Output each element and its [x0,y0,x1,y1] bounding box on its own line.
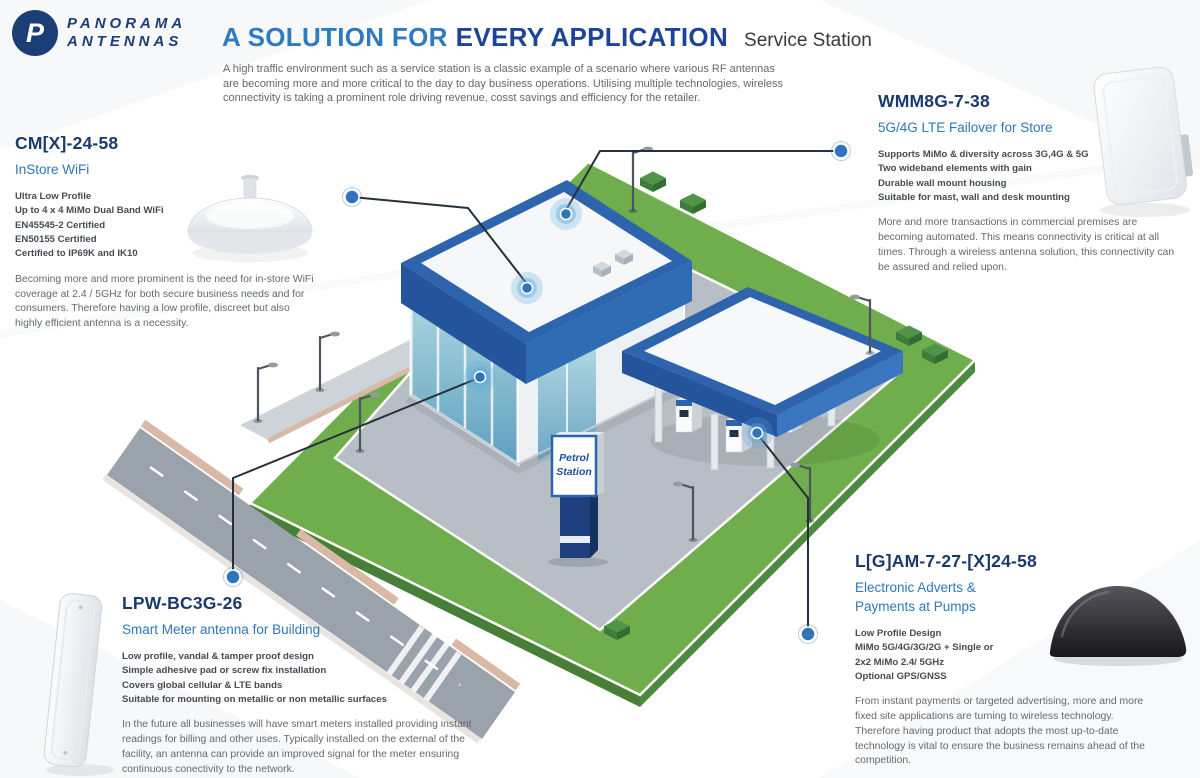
logo-monogram: P [25,17,44,48]
street-lamp [315,331,340,392]
street-lamp [850,294,875,355]
street-lamp [253,362,278,423]
feature-item: Covers global cellular & LTE bands [122,679,283,691]
page-subtitle: Service Station [744,30,872,51]
feature-item: EN45545-2 Certified [15,219,106,231]
feature-item: Two wideband elements with gain [878,163,1032,175]
panorama-logo-icon: P [12,10,58,56]
road [102,419,521,744]
feature-item: Optional GPS/GNSS [855,670,947,682]
connector-dot-instore [342,187,362,207]
product-features: Ultra Low Profile Up to 4 x 4 MiMo Dual … [15,190,190,262]
product-features: Low Profile Design MiMo 5G/4G/3G/2G + Si… [855,627,1157,685]
street-lamp [790,462,815,523]
rooftop-vents [593,249,633,277]
bush [922,343,948,364]
connector-dot-smartmeter [223,567,243,587]
feature-item: Simple adhesive pad or screw fix install… [122,665,327,677]
connector-smartmeter [232,378,477,578]
petrol-station-sign: Petrol Station [548,432,608,567]
fuel-pump [675,395,702,433]
product-name-line2: Payments at Pumps [855,598,976,614]
feature-item: MiMo 5G/4G/3G/2G + Single or [855,642,994,654]
fuel-canopy [622,287,903,471]
product-name: Smart Meter antenna for Building [122,622,321,637]
crosswalk [386,625,462,702]
feature-item: Suitable for mounting on metallic or non… [122,694,387,706]
antenna-glow-marker [511,272,543,304]
product-description: Becoming more and more prominent is the … [15,273,314,330]
product-card-smart-meter: LPW-BC3G-26 Smart Meter antenna for Buil… [122,593,472,778]
feature-item: Ultra Low Profile [15,190,92,202]
product-description: In the future all businesses will have s… [122,719,472,775]
product-name: 5G/4G LTE Failover for Store [878,120,1053,135]
logo-line1: PANORAMA [67,15,187,33]
antenna-glow-marker [464,361,496,393]
logo-wordmark: PANORAMA ANTENNAS [67,15,186,50]
feature-item: Suitable for mast, wall and desk mountin… [878,192,1070,204]
feature-item: Low profile, vandal & tamper proof desig… [122,650,314,662]
feature-item: Supports MiMo & diversity across 3G,4G &… [878,148,1089,160]
street-lamp [673,481,698,542]
feature-item: Durable wall mount housing [878,177,1007,189]
sign-text-line1: Petrol [559,452,590,464]
bush [680,193,706,214]
connector-failover [565,150,842,211]
title-part-1: A SOLUTION FOR [222,22,448,52]
panorama-logo: P PANORAMA ANTENNAS [12,10,186,56]
product-features: Low profile, vandal & tamper proof desig… [122,650,472,708]
street-lamps [253,146,875,542]
feature-item: 2x2 MiMo 2.4/ 5GHz [855,656,945,668]
fin-antenna-image [1049,585,1187,666]
feature-item: Up to 4 x 4 MiMo Dual Band WiFi [15,205,164,217]
bush [896,325,922,346]
panel-antenna-image [43,593,114,776]
connector-dot-pumps [798,624,818,644]
product-card-instore-wifi: CM[X]-24-58 InStore WiFi Ultra Low Profi… [15,133,315,332]
connector-dot-failover [831,141,851,161]
antenna-glow-marker [550,198,582,230]
product-code: CM[X]-24-58 [15,133,119,153]
antenna-glow-marker [741,417,773,449]
bushes [604,171,948,640]
street-lamp [355,392,380,453]
product-features: Supports MiMo & diversity across 3G,4G &… [878,148,1180,206]
product-card-pumps: L[G]AM-7-27-[X]24-58 Electronic Adverts … [855,551,1157,769]
feature-item: Low Profile Design [855,627,942,639]
product-name-line1: Electronic Adverts & [855,580,976,595]
connectors [223,141,851,644]
product-description: More and more transactions in commercial… [878,217,1175,273]
dome-antenna-image [187,174,313,262]
product-name: InStore WiFi [15,162,90,177]
connector-instore [351,196,528,285]
product-card-lte-failover: WMM8G-7-38 5G/4G LTE Failover for Store … [878,91,1180,276]
feature-item: Certified to IP69K and IK10 [15,248,138,260]
sign-text-line2: Station [556,466,592,478]
product-code: WMM8G-7-38 [878,91,990,111]
product-code: L[G]AM-7-27-[X]24-58 [855,551,1037,571]
intro-paragraph: A high traffic environment such as a ser… [223,63,784,105]
bush [640,171,666,192]
feature-item: EN50155 Certified [15,234,97,246]
store-building [401,180,692,474]
bush [604,619,630,640]
wall-antenna-image [1093,66,1194,217]
product-description: From instant payments or targeted advert… [855,696,1145,767]
connector-pumps [758,435,809,635]
product-code: LPW-BC3G-26 [122,593,243,613]
logo-line2: ANTENNAS [67,33,183,50]
title-part-2: EVERY APPLICATION [455,22,729,52]
